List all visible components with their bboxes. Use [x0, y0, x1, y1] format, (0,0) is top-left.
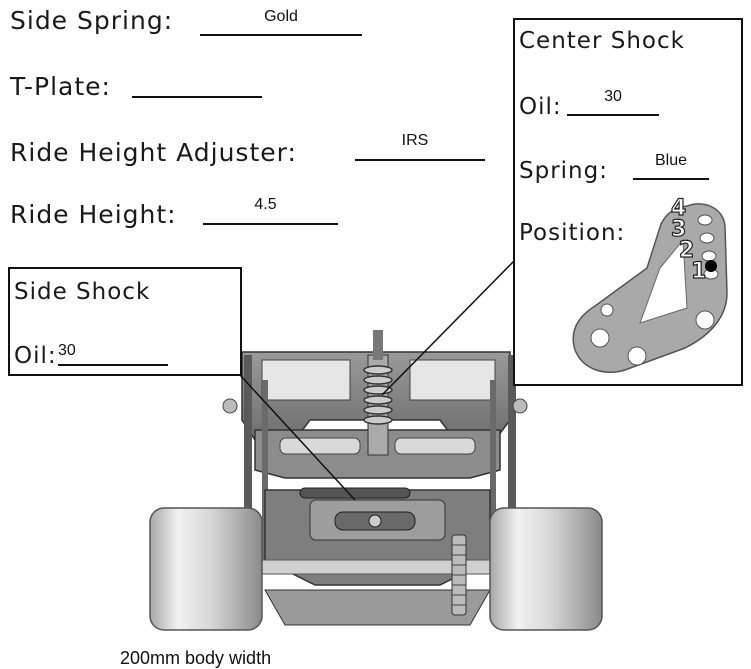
mount-hole-3: [699, 232, 715, 244]
shock-mount-bracket: [572, 203, 728, 373]
t-plate-label: T-Plate:: [10, 72, 111, 101]
plate-cutout-right: [409, 359, 496, 401]
mid-slot-right: [394, 437, 476, 455]
side-shock-leader: [239, 374, 356, 501]
bottom-plate: [264, 589, 491, 626]
post-right-outer: [508, 355, 516, 565]
side-shock-oil-value[interactable]: 30: [58, 342, 76, 359]
center-shock-box: Center Shock Oil: 30 Spring: Blue Positi…: [513, 18, 743, 386]
ride-height-line: [203, 223, 338, 225]
position-number-4[interactable]: 4: [670, 196, 687, 221]
ride-height-adjuster-value[interactable]: IRS: [401, 132, 429, 149]
bracket-plate: [572, 203, 728, 373]
side-shock-oil-line: [58, 364, 168, 366]
side-spring-label: Side Spring:: [10, 6, 174, 35]
center-shock-oil-label: Oil:: [519, 94, 562, 120]
position-number-2[interactable]: 2: [678, 238, 695, 263]
center-shock-spring-value[interactable]: Blue: [654, 152, 688, 169]
side-shock-oil-label: Oil:: [14, 343, 57, 369]
side-shock-box: Side Shock Oil: 30: [8, 267, 242, 376]
side-shock-title: Side Shock: [14, 279, 151, 305]
post-right-inner: [490, 380, 496, 560]
ride-height-adjuster-label: Ride Height Adjuster:: [10, 138, 297, 167]
side-shock-body: [299, 487, 411, 499]
t-plate-line: [132, 96, 262, 98]
ride-height-label: Ride Height:: [10, 200, 177, 229]
post-left-inner: [262, 380, 268, 560]
position-number-3[interactable]: 3: [670, 217, 687, 242]
ride-height-adjuster-line: [355, 159, 485, 161]
center-shock-position-label: Position:: [519, 220, 626, 246]
right-tire: [489, 507, 603, 631]
mid-slot-left: [279, 437, 361, 455]
bracket-inner-cutout: [639, 238, 688, 324]
left-tire: [149, 507, 263, 631]
position-numbers: 4 3 2 1: [670, 196, 707, 284]
center-shock-oil-value[interactable]: 30: [604, 88, 622, 105]
bracket-hole-c: [695, 310, 715, 330]
side-spring-line: [200, 34, 362, 36]
post-left-outer: [244, 355, 252, 565]
plate-cutout-left: [261, 359, 351, 401]
bracket-hole-b: [627, 346, 647, 366]
center-shock-title: Center Shock: [519, 28, 685, 54]
position-number-1[interactable]: 1: [690, 259, 707, 284]
mount-hole-4: [697, 214, 713, 226]
center-shock-spring-label: Spring:: [519, 158, 608, 184]
bracket-hole-a: [590, 328, 610, 348]
center-shock-leader: [381, 259, 516, 396]
side-spring-value[interactable]: Gold: [264, 8, 298, 25]
ride-height-value[interactable]: 4.5: [254, 196, 277, 213]
selected-position-dot: [705, 260, 717, 272]
center-shock-spring-line: [633, 178, 709, 180]
footer-text: 200mm body width: [120, 648, 272, 668]
bracket-hole-d: [600, 303, 614, 317]
center-shock-oil-line: [567, 114, 659, 116]
